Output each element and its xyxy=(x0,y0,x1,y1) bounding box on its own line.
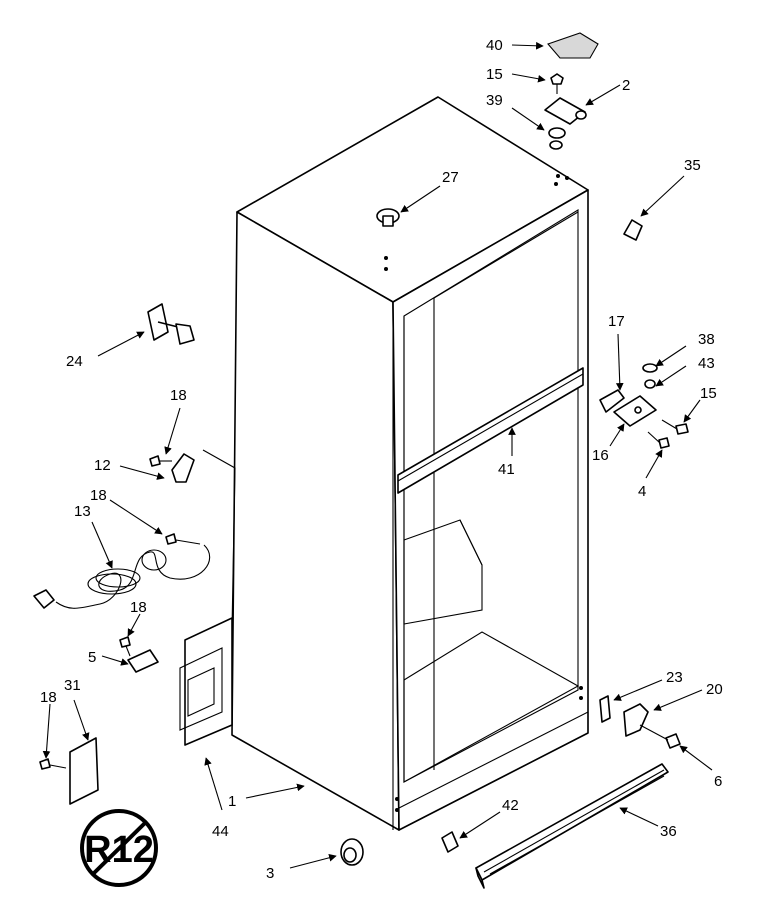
clip-icon xyxy=(441,831,459,853)
toe-grille xyxy=(475,763,669,889)
label-38: 38 xyxy=(698,331,715,348)
label-2: 2 xyxy=(622,77,630,94)
middle-hinge-icon xyxy=(613,395,657,427)
label-18-b: 18 xyxy=(90,487,107,504)
label-15-top: 15 xyxy=(486,66,503,83)
screw-18a-icon xyxy=(149,455,172,467)
label-1: 1 xyxy=(228,793,236,810)
part-labels: 40 15 2 39 35 27 24 17 38 43 15 16 4 18 … xyxy=(40,37,723,882)
lower-hinge-icon xyxy=(599,695,681,749)
label-18-c: 18 xyxy=(130,599,147,616)
bracket-icon xyxy=(127,649,159,673)
spacer-icon xyxy=(548,127,566,150)
label-15-mid: 15 xyxy=(700,385,717,402)
top-hinge-icon xyxy=(544,97,587,125)
washer-icon xyxy=(642,363,658,389)
label-43: 43 xyxy=(698,355,715,372)
label-5: 5 xyxy=(88,649,96,666)
ground-clip-icon xyxy=(171,453,195,483)
leader-lines xyxy=(42,41,713,869)
divider-bar xyxy=(397,367,584,494)
label-31: 31 xyxy=(64,677,81,694)
label-44: 44 xyxy=(212,823,229,840)
hinge-cover-icon xyxy=(547,32,599,59)
screw-icon xyxy=(550,73,564,94)
label-20: 20 xyxy=(706,681,723,698)
label-18-a: 18 xyxy=(170,387,187,404)
door-stop-icon xyxy=(147,303,195,345)
screw-18b-icon xyxy=(165,533,201,545)
plug-button-icon xyxy=(376,208,400,227)
power-cord-icon xyxy=(33,544,211,609)
access-panel xyxy=(179,617,233,746)
label-3: 3 xyxy=(266,865,274,882)
bolt-icon xyxy=(647,431,670,449)
label-4: 4 xyxy=(638,483,646,500)
cover-plate-icon xyxy=(69,737,99,805)
label-16: 16 xyxy=(592,447,609,464)
label-36: 36 xyxy=(660,823,677,840)
roller-icon xyxy=(340,838,364,866)
label-6: 6 xyxy=(714,773,722,790)
label-41: 41 xyxy=(498,461,515,478)
label-40: 40 xyxy=(486,37,503,54)
label-12: 12 xyxy=(94,457,111,474)
hinge-bracket-icon xyxy=(599,389,625,413)
label-18-d: 18 xyxy=(40,689,57,706)
r12-no-symbol-badge: R12 xyxy=(80,809,158,887)
label-13: 13 xyxy=(74,503,91,520)
label-42: 42 xyxy=(502,797,519,814)
label-23: 23 xyxy=(666,669,683,686)
cabinet xyxy=(231,96,589,831)
screw-mid-icon xyxy=(661,419,689,435)
label-39: 39 xyxy=(486,92,503,109)
label-24: 24 xyxy=(66,353,83,370)
label-35: 35 xyxy=(684,157,701,174)
label-27: 27 xyxy=(442,169,459,186)
screw-18c-icon xyxy=(119,636,131,657)
label-17: 17 xyxy=(608,313,625,330)
screw-18d-icon xyxy=(39,758,67,770)
side-cover-icon xyxy=(623,219,643,241)
